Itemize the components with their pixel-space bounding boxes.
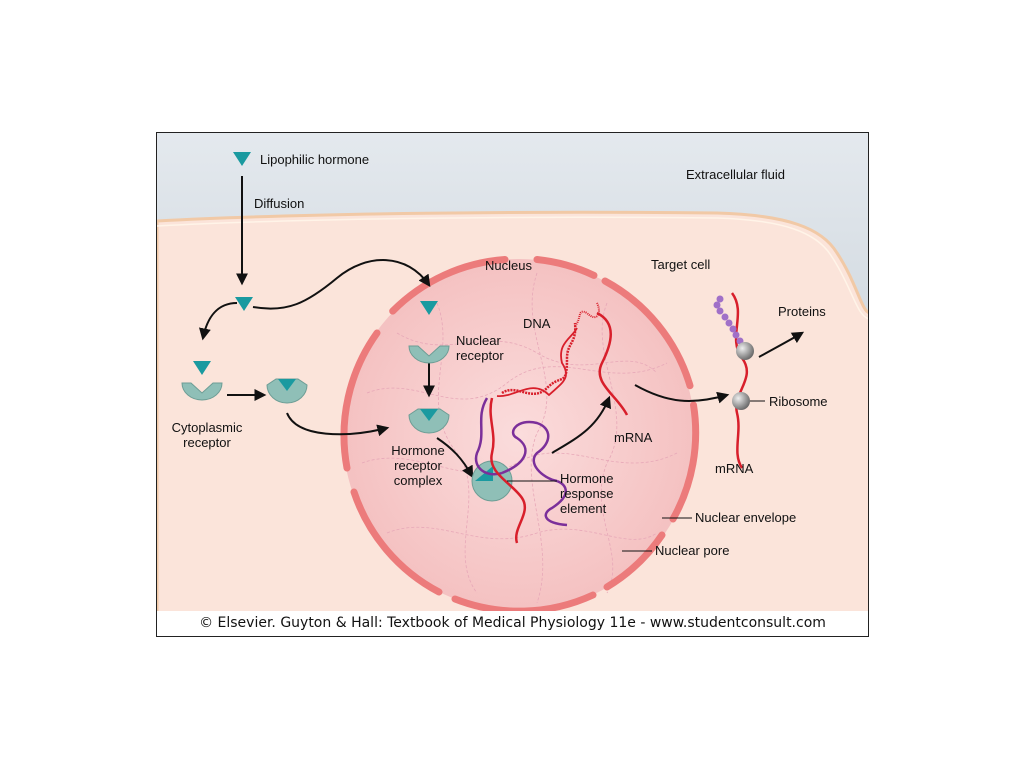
dna-helix [474, 302, 600, 544]
cell-membrane-inner-line [157, 216, 868, 320]
label-hormone-response-element: Hormone response element [560, 471, 614, 516]
label-nucleus: Nucleus [485, 258, 532, 273]
diagram-canvas [157, 133, 868, 636]
label-target-cell: Target cell [651, 257, 711, 272]
label-nuclear-receptor: Nuclear receptor [456, 333, 504, 363]
ribosome-upper [736, 342, 754, 360]
nuclear-receptor-empty [408, 345, 450, 364]
label-cytoplasmic-receptor: Cytoplasmic receptor [171, 420, 243, 450]
hormone-molecule-top [233, 152, 251, 166]
cytoplasmic-receptor-empty [181, 382, 223, 401]
label-dna: DNA [523, 316, 551, 331]
label-diffusion: Diffusion [254, 196, 305, 211]
label-extracellular-fluid: Extracellular fluid [686, 167, 785, 182]
hormone-molecule-near-nucleus [420, 301, 438, 315]
leader-lines [507, 400, 765, 552]
chromatin-network [361, 272, 678, 604]
pathway-arrows [199, 176, 805, 479]
label-mrna-cytoplasm: mRNA [715, 461, 754, 476]
ribosome-lower [732, 392, 750, 410]
hormone-molecule-cytoplasm [235, 297, 253, 311]
mrna-cytoplasm-strand [730, 292, 749, 469]
label-mrna-nucleus: mRNA [614, 430, 653, 445]
protein-chain [713, 295, 744, 345]
label-proteins: Proteins [778, 304, 826, 319]
label-nuclear-pore: Nuclear pore [655, 543, 730, 558]
nucleus-body [343, 259, 695, 611]
mrna-nucleus-strand [596, 311, 629, 416]
hormone-molecules [193, 152, 438, 375]
label-ribosome: Ribosome [769, 394, 828, 409]
label-lipophilic-hormone: Lipophilic hormone [260, 152, 370, 167]
label-nuclear-envelope: Nuclear envelope [695, 510, 797, 525]
copyright-text: © Elsevier. Guyton & Hall: Textbook of M… [157, 611, 868, 636]
label-hormone-receptor-complex: Hormone receptor complex [391, 443, 445, 488]
diagram-frame: Lipophilic hormone Diffusion Extracellul… [156, 132, 869, 637]
hormone-molecule-approaching-receptor [193, 361, 211, 375]
